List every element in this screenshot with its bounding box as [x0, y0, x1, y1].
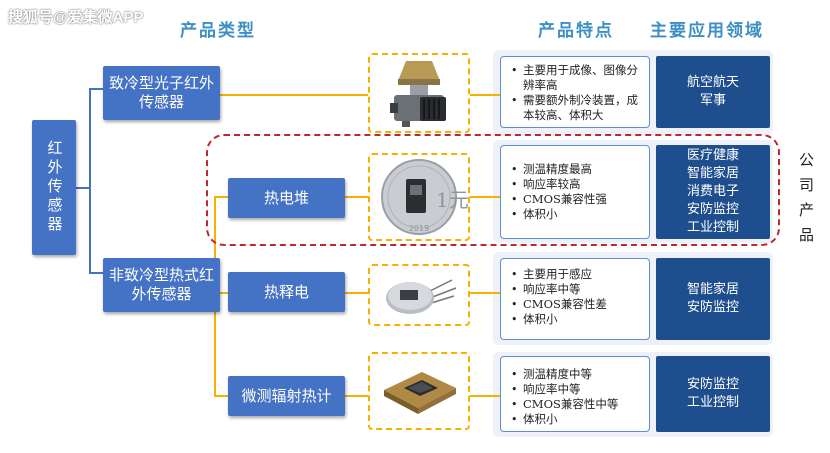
connector-bolometer-features	[470, 395, 500, 397]
feature-item: 响应率中等	[509, 382, 643, 397]
feature-item: CMOS兼容性中等	[509, 397, 643, 412]
field-item: 智能家居	[686, 166, 739, 181]
bolometer-label: 微测辐射热计	[241, 386, 332, 405]
bolometer-chip-icon	[384, 372, 456, 414]
thermopile-image: 1元 2019	[368, 153, 470, 241]
feature-item: 体积小	[509, 207, 643, 222]
field-item: 安防监控	[686, 377, 739, 392]
field-item: 消费电子	[686, 184, 739, 199]
field-item: 安防监控	[686, 300, 739, 315]
uncooled-sensor-node: 非致冷型热式红外传感器	[103, 258, 220, 312]
feature-item: 测温精度中等	[509, 367, 643, 382]
bolometer-features: 测温精度中等 响应率中等 CMOS兼容性中等 体积小	[500, 356, 650, 432]
field-item: 安防监控	[686, 202, 739, 217]
feature-item: 响应率中等	[509, 282, 643, 297]
cooled-features: 主要用于成像、图像分辨率高 需要额外制冷装置，成本较高、体积大	[500, 56, 650, 128]
field-item: 航空航天	[686, 75, 739, 90]
header-product-type: 产品类型	[180, 21, 256, 41]
thermopile-label: 热电堆	[263, 188, 309, 207]
branch-to-bolometer	[214, 395, 228, 397]
coin-chip-icon: 1元 2019	[381, 159, 469, 235]
branch-to-thermopile	[214, 196, 228, 198]
feature-item: CMOS兼容性差	[509, 297, 643, 312]
thermopile-fields: 医疗健康 智能家居 消费电子 安防监控 工业控制	[656, 145, 770, 239]
feature-item: 主要用于成像、图像分辨率高	[509, 63, 643, 93]
cooled-sensor-image	[368, 53, 470, 133]
field-item: 医疗健康	[686, 148, 739, 163]
thermopile-features: 测温精度最高 响应率较高 CMOS兼容性强 体积小	[500, 145, 650, 239]
bolometer-fields: 安防监控 工业控制	[656, 356, 770, 432]
feature-item: CMOS兼容性强	[509, 192, 643, 207]
header-application-fields: 主要应用领域	[650, 21, 764, 41]
connector-cooled-image	[220, 94, 368, 96]
feature-item: 响应率较高	[509, 177, 643, 192]
coin-value-text: 1元	[436, 188, 468, 212]
connector-cooled-features	[470, 94, 500, 96]
field-item: 军事	[699, 93, 726, 108]
bolometer-node: 微测辐射热计	[228, 376, 345, 416]
watermark: 搜狐号@爱集微APP	[8, 9, 144, 26]
bolometer-image	[368, 352, 470, 430]
company-product-highlight	[206, 134, 780, 246]
pyroelectric-image	[368, 264, 470, 326]
header-product-features: 产品特点	[538, 21, 614, 41]
pyroelectric-features: 主要用于感应 响应率中等 CMOS兼容性差 体积小	[500, 258, 650, 340]
uncooled-sensor-label: 非致冷型热式红外传感器	[109, 266, 215, 303]
connector-pyro-image	[345, 292, 368, 294]
pyroelectric-label: 热释电	[263, 282, 309, 301]
feature-item: 体积小	[509, 312, 643, 327]
connector-bolometer-image	[345, 395, 368, 397]
coin-year-text: 2019	[409, 224, 429, 233]
branch-to-cooled	[89, 88, 103, 90]
field-item: 工业控制	[686, 395, 739, 410]
pyroelectric-node: 热释电	[228, 272, 345, 312]
root-branch-line	[89, 88, 91, 273]
field-item: 工业控制	[686, 220, 739, 235]
cooled-fields: 航空航天 军事	[656, 56, 770, 128]
connector-thermopile-features	[470, 196, 500, 198]
feature-item: 需要额外制冷装置，成本较高、体积大	[509, 93, 643, 123]
feature-item: 主要用于感应	[509, 267, 643, 282]
connector-pyro-features	[470, 292, 500, 294]
feature-item: 体积小	[509, 412, 643, 427]
pyroelectric-fields: 智能家居 安防监控	[656, 258, 770, 340]
branch-to-uncooled	[89, 272, 103, 274]
root-label: 红外传感器	[45, 140, 64, 235]
cooled-detector-icon	[390, 61, 446, 127]
company-product-label: 公司产品	[797, 152, 815, 252]
branch-to-pyroelectric	[214, 292, 228, 294]
cooled-sensor-label: 致冷型光子红外传感器	[109, 74, 215, 111]
root-node: 红外传感器	[32, 120, 76, 255]
connector-thermopile-image	[345, 196, 368, 198]
cooled-sensor-node: 致冷型光子红外传感器	[103, 66, 220, 120]
field-item: 智能家居	[686, 282, 739, 297]
thermopile-node: 热电堆	[228, 178, 345, 218]
pyro-sensor-icon	[386, 279, 457, 314]
root-connector	[76, 187, 90, 189]
feature-item: 测温精度最高	[509, 162, 643, 177]
